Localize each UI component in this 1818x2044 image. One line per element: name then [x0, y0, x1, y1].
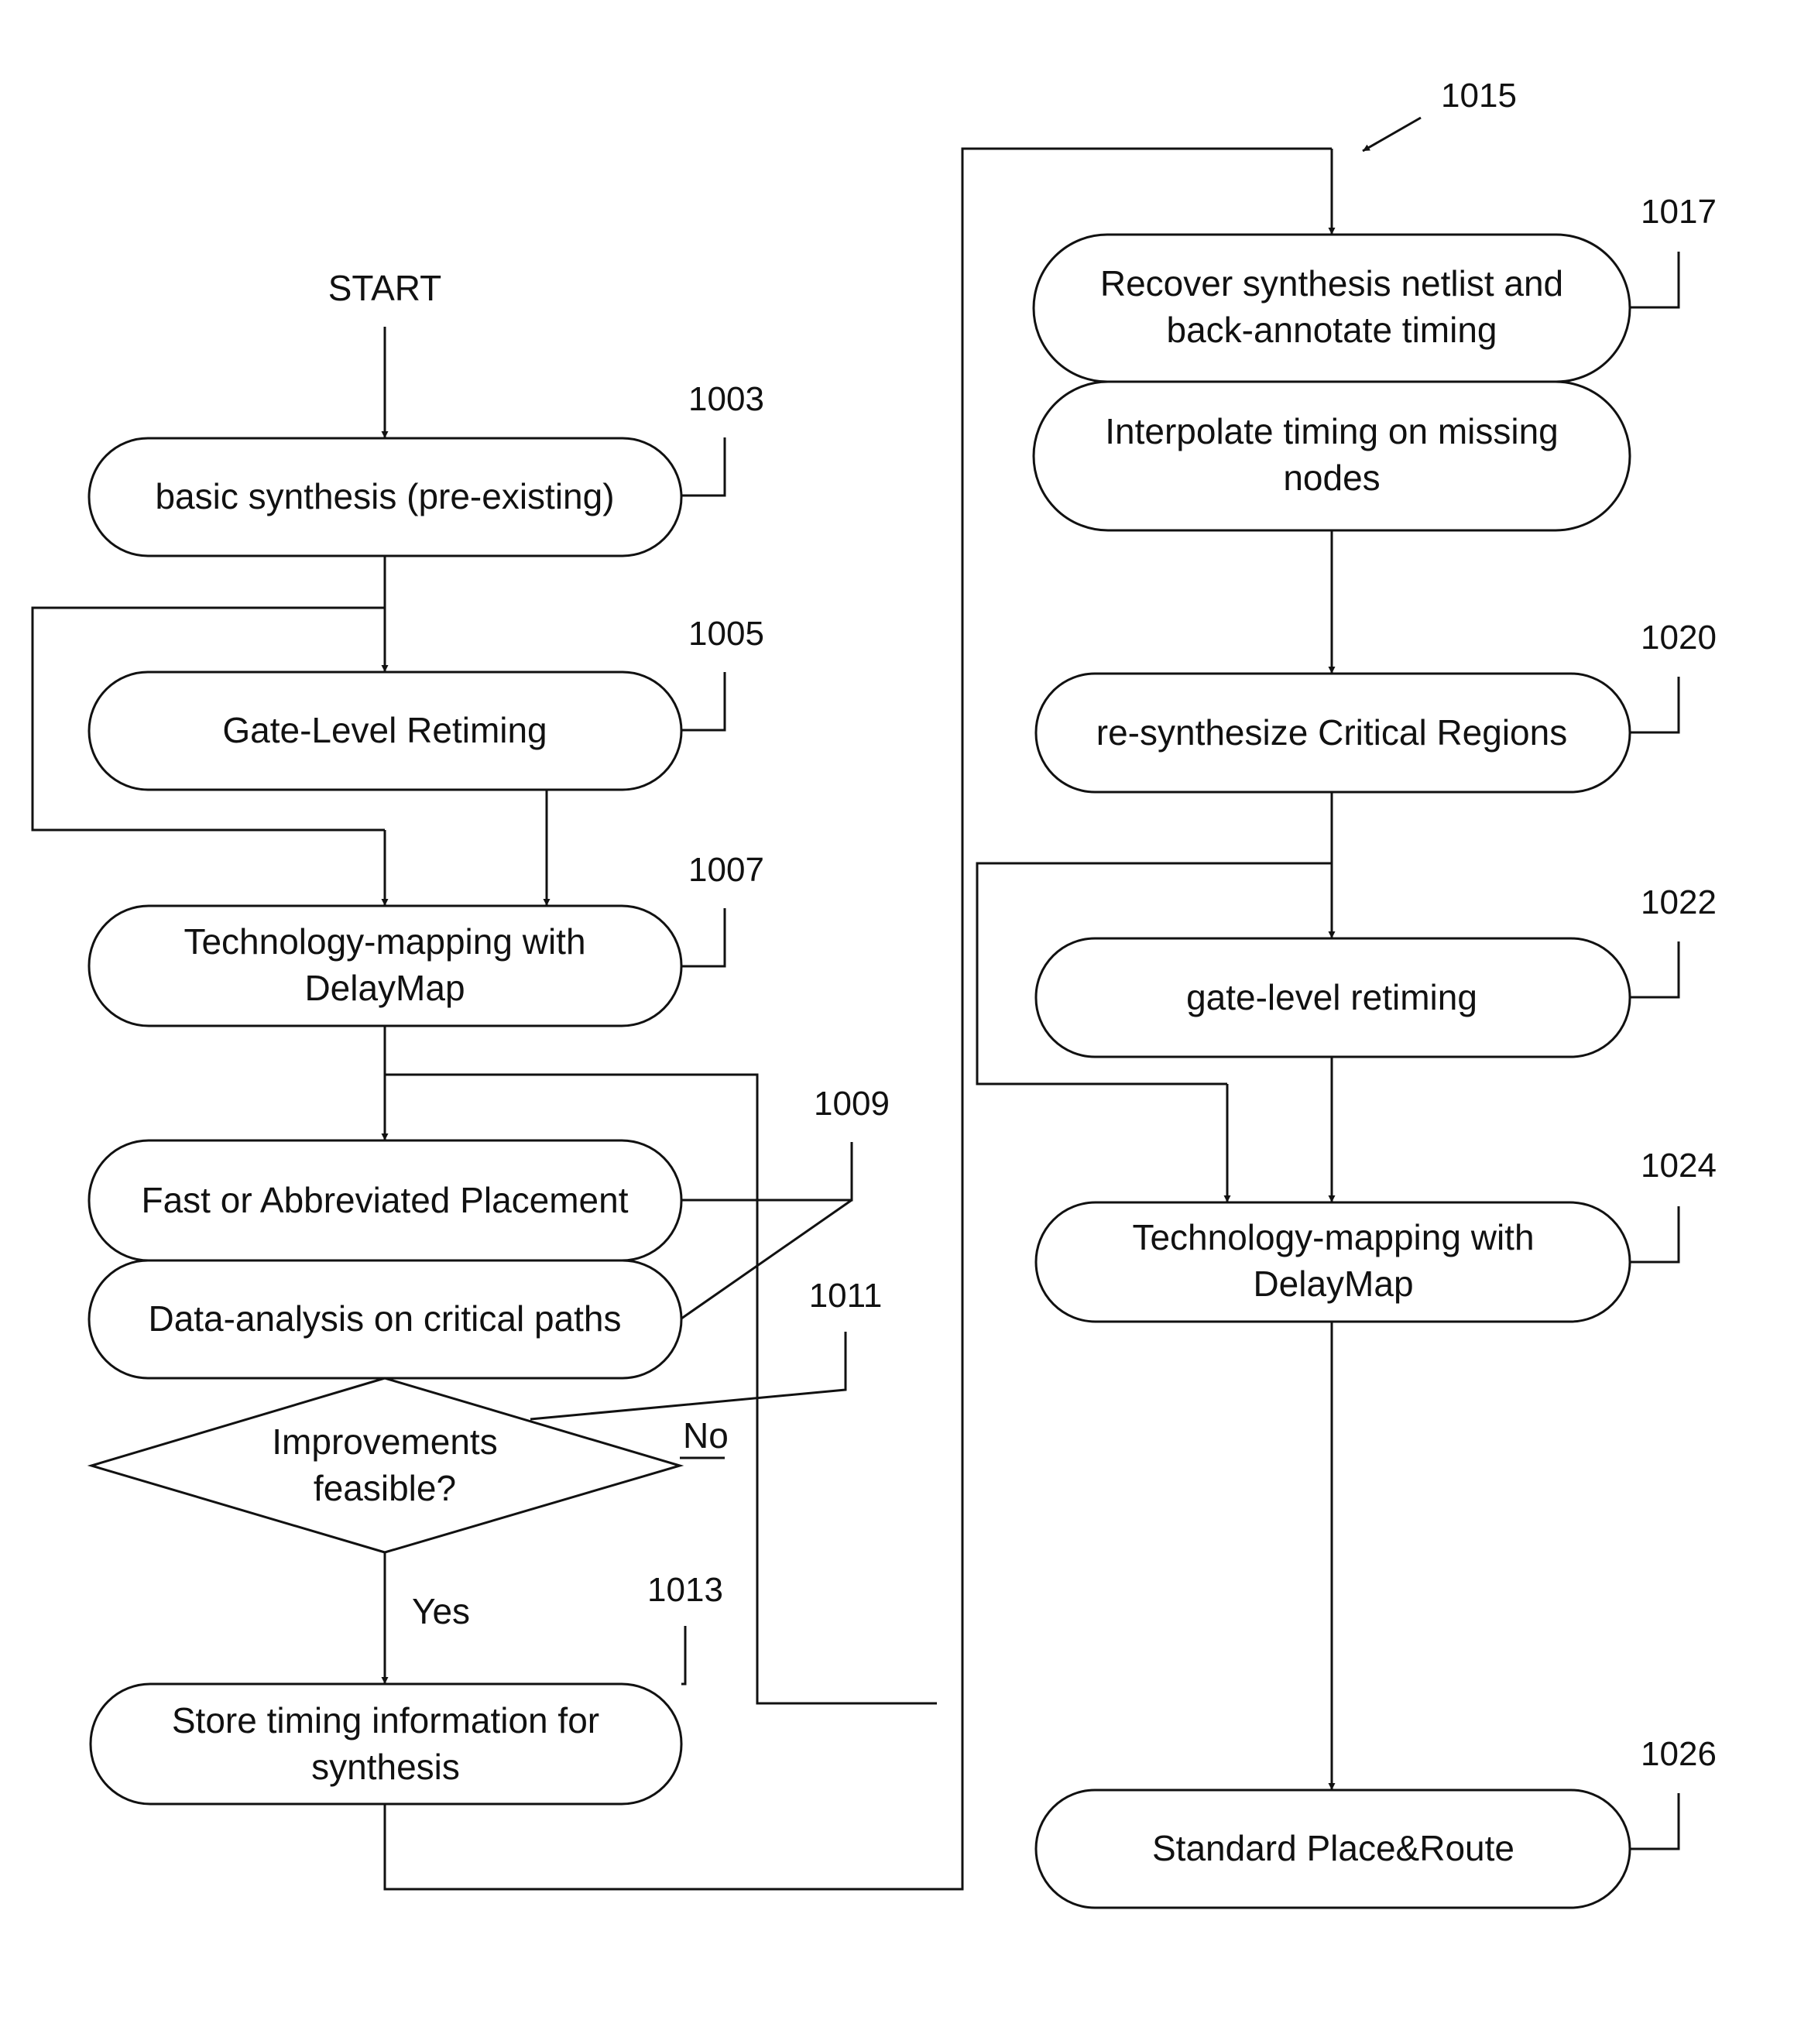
ref-1011: 1011	[809, 1277, 883, 1315]
node-interpolate-timing: Interpolate timing on missing nodes	[1034, 382, 1630, 530]
recover-netlist-label-line2: back-annotate timing	[1166, 310, 1497, 350]
node-data-analysis: Data-analysis on critical paths	[89, 1260, 681, 1378]
data-analysis-label: Data-analysis on critical paths	[148, 1298, 621, 1339]
leader-1009-placement	[681, 1142, 852, 1200]
decision-no-label: No	[683, 1415, 729, 1456]
right-technology-mapping-label-line2: DelayMap	[1253, 1264, 1413, 1304]
decision-improvements-feasible: Improvements feasible?	[91, 1378, 680, 1552]
ref-1026: 1026	[1641, 1735, 1717, 1773]
node-standard-place-route: Standard Place&Route	[1036, 1790, 1630, 1908]
fast-placement-label: Fast or Abbreviated Placement	[142, 1180, 629, 1220]
node-store-timing: Store timing information for synthesis	[91, 1684, 681, 1804]
node-right-technology-mapping: Technology-mapping with DelayMap	[1036, 1202, 1630, 1322]
ref-1017: 1017	[1641, 193, 1717, 231]
ref-1020: 1020	[1641, 619, 1717, 657]
node-gate-level-retiming: Gate-Level Retiming	[89, 672, 681, 790]
node-right-gate-level-retiming: gate-level retiming	[1036, 938, 1630, 1057]
leader-1026	[1630, 1793, 1679, 1849]
ref-1003: 1003	[688, 380, 764, 418]
node-recover-netlist: Recover synthesis netlist and back-annot…	[1034, 235, 1630, 382]
decision-yes-label: Yes	[412, 1591, 470, 1631]
leader-1024	[1630, 1206, 1679, 1262]
right-gate-level-retiming-label: gate-level retiming	[1186, 977, 1477, 1017]
decision-label-line2: feasible?	[314, 1468, 456, 1508]
ref-1007: 1007	[688, 851, 764, 889]
leader-1003	[680, 437, 725, 496]
ref-1005: 1005	[688, 615, 764, 653]
gate-level-retiming-label: Gate-Level Retiming	[222, 710, 547, 750]
ref-1024: 1024	[1641, 1147, 1717, 1185]
node-technology-mapping: Technology-mapping with DelayMap	[89, 906, 681, 1026]
decision-label-line1: Improvements	[272, 1422, 497, 1462]
interpolate-label-line1: Interpolate timing on missing	[1105, 411, 1559, 451]
node-resynthesize-critical-regions: re-synthesize Critical Regions	[1036, 674, 1630, 792]
right-technology-mapping-label-line1: Technology-mapping with	[1132, 1217, 1534, 1257]
resynthesize-label: re-synthesize Critical Regions	[1096, 712, 1567, 753]
leader-1015	[1363, 118, 1421, 151]
leader-1013	[681, 1626, 685, 1684]
ref-1013: 1013	[647, 1571, 723, 1609]
recover-netlist-label-line1: Recover synthesis netlist and	[1100, 263, 1563, 304]
leader-1020	[1630, 677, 1679, 732]
node-basic-synthesis: basic synthesis (pre-existing)	[89, 438, 681, 556]
leader-1007	[680, 908, 725, 966]
basic-synthesis-label: basic synthesis (pre-existing)	[155, 476, 614, 516]
leader-1005	[680, 672, 725, 730]
node-fast-placement: Fast or Abbreviated Placement	[89, 1140, 681, 1260]
ref-1015: 1015	[1441, 77, 1517, 115]
leader-1022	[1630, 941, 1679, 997]
place-route-label: Standard Place&Route	[1152, 1828, 1514, 1868]
interpolate-label-line2: nodes	[1283, 458, 1380, 498]
store-timing-label-line1: Store timing information for	[172, 1700, 599, 1740]
start-label: START	[328, 268, 442, 308]
leader-1017	[1630, 252, 1679, 307]
ref-1009: 1009	[814, 1085, 890, 1123]
technology-mapping-label-line1: Technology-mapping with	[184, 921, 585, 962]
technology-mapping-label-line2: DelayMap	[304, 968, 465, 1008]
ref-1022: 1022	[1641, 883, 1717, 921]
store-timing-label-line2: synthesis	[311, 1747, 460, 1787]
